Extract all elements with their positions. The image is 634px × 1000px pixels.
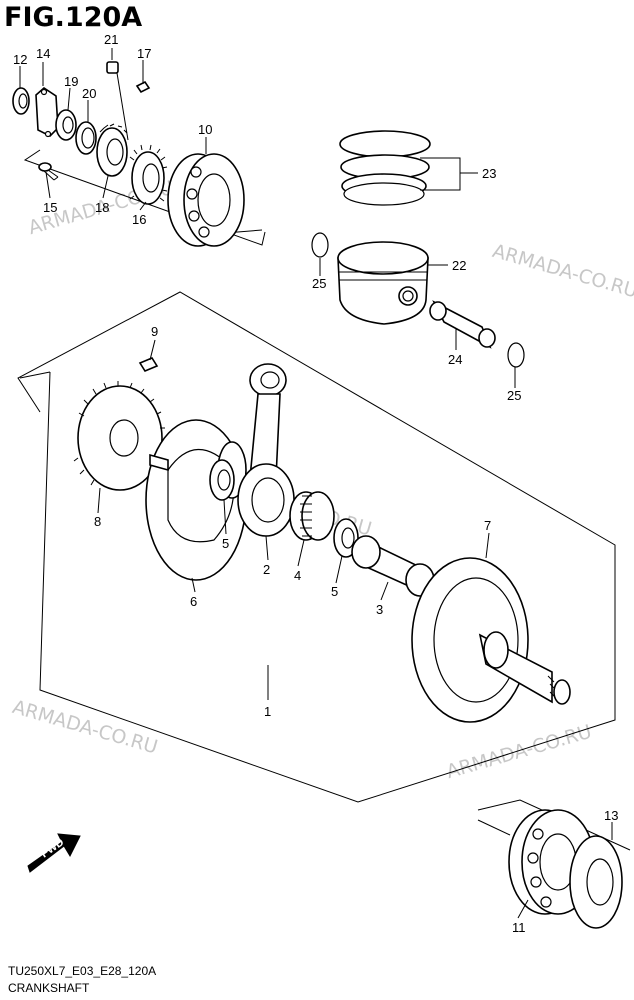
bolt-part-15: [38, 162, 59, 181]
gear-part-18: [96, 123, 128, 177]
washer-part-5-left: [209, 459, 235, 501]
crank-pin-part-3: [351, 535, 435, 597]
piston-rings-part-23: [339, 130, 431, 206]
callout-25-lower: 25: [507, 388, 521, 403]
callout-5-left: 5: [222, 536, 229, 551]
plate-part-14: [35, 86, 59, 138]
figure-title: FIG.120A: [4, 2, 143, 33]
callout-5-right: 5: [331, 584, 338, 599]
callout-13: 13: [604, 808, 618, 823]
callout-16: 16: [132, 212, 146, 227]
section-name: CRANKSHAFT: [8, 981, 90, 995]
callout-3: 3: [376, 602, 383, 617]
conrod-part-2: [237, 363, 295, 537]
circlip-part-25-upper: [311, 232, 329, 258]
fwd-arrow-icon: [27, 833, 81, 873]
sprocket-part-16: [129, 144, 168, 205]
piston-part-22: [337, 241, 429, 325]
callout-6: 6: [190, 594, 197, 609]
circlip-part-25-lower: [507, 342, 525, 368]
callout-25-upper: 25: [312, 276, 326, 291]
callout-8: 8: [94, 514, 101, 529]
oil-seal-part-13: [569, 835, 623, 929]
callout-22: 22: [452, 258, 466, 273]
callout-24: 24: [448, 352, 462, 367]
oil-seal-part-12: [12, 87, 30, 115]
callout-20: 20: [82, 86, 96, 101]
callout-labels: 12 14 19 20 21 17 15 18 16 10 23 22 25 2…: [13, 32, 618, 935]
callout-21: 21: [104, 32, 118, 47]
timing-gear-part-8: [73, 381, 165, 491]
callout-9: 9: [151, 324, 158, 339]
leader-lines: [19, 48, 613, 919]
key-part-21: [106, 61, 119, 74]
key-part-9: [138, 357, 159, 372]
callout-12: 12: [13, 52, 27, 67]
callout-18: 18: [95, 200, 109, 215]
callout-15: 15: [43, 200, 57, 215]
crankshaft-right-part-7: [411, 557, 571, 723]
callout-10: 10: [198, 122, 212, 137]
piston-pin-part-24: [429, 300, 496, 349]
callout-1: 1: [264, 704, 271, 719]
callout-7: 7: [484, 518, 491, 533]
callout-4: 4: [294, 568, 301, 583]
callout-11: 11: [512, 920, 526, 935]
bearing-part-4: [289, 491, 335, 541]
callout-17: 17: [137, 46, 151, 61]
spacer-part-20: [75, 121, 97, 155]
callout-19: 19: [64, 74, 78, 89]
callout-23: 23: [482, 166, 496, 181]
crankshaft-left-part-6: [145, 419, 247, 581]
washer-part-19: [55, 109, 77, 141]
pin-part-17: [135, 80, 151, 94]
callout-14: 14: [36, 46, 50, 61]
callout-2: 2: [263, 562, 270, 577]
bearing-part-10: [167, 153, 245, 247]
model-code: TU250XL7_E03_E28_120A: [8, 964, 157, 978]
